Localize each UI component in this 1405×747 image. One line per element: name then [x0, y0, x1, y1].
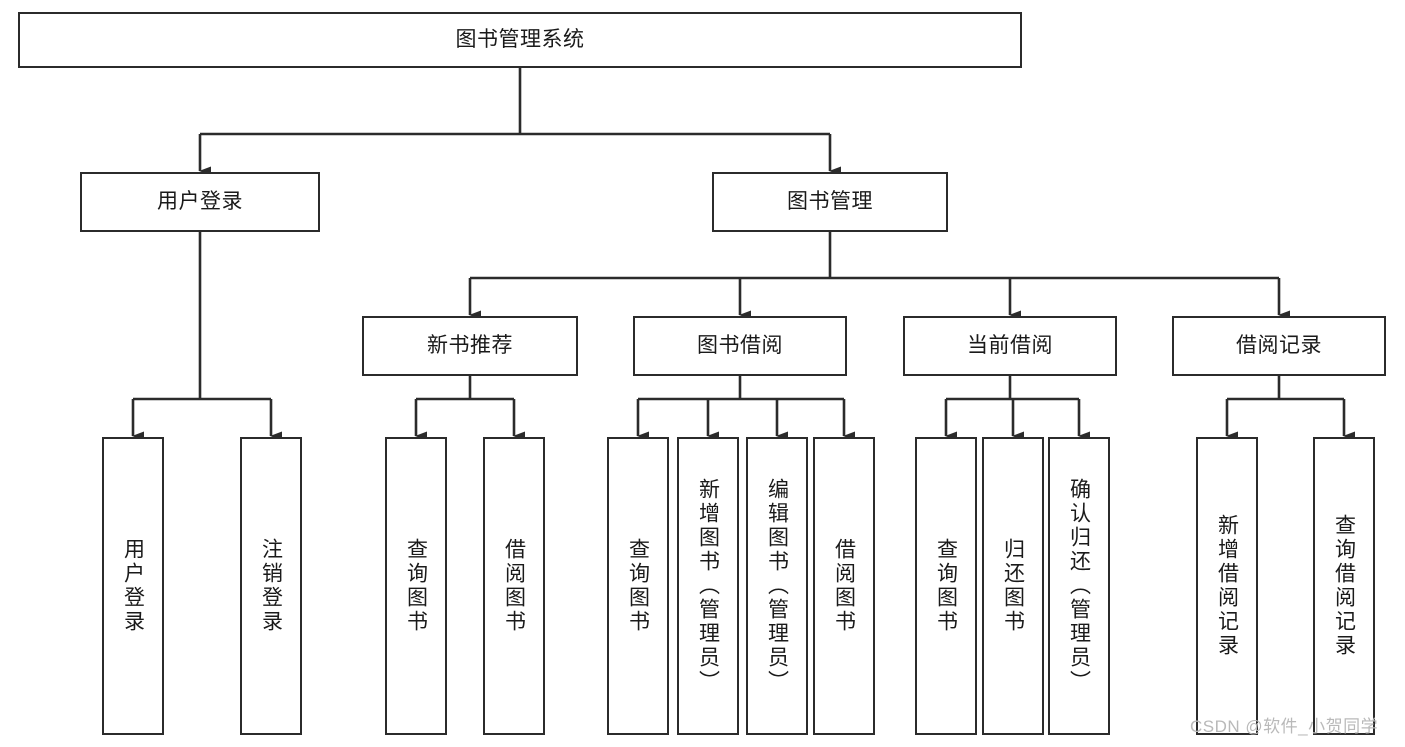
- node-root-label: 图书管理系统: [455, 27, 585, 51]
- watermark: CSDN @软件_小贺同学: [1190, 717, 1379, 736]
- leaf-borrow-add-label: 新增图书（管理员）: [696, 478, 720, 694]
- node-new-book-recommend-label: 新书推荐: [427, 333, 513, 357]
- node-book-borrow-label: 图书借阅: [697, 333, 783, 357]
- node-current-borrow[interactable]: 当前借阅: [903, 316, 1117, 376]
- leaf-newbook-query[interactable]: 查询图书: [385, 437, 447, 735]
- leaf-current-return-label: 归还图书: [1001, 538, 1025, 634]
- leaf-current-confirm-return-label: 确认归还（管理员）: [1067, 478, 1091, 694]
- leaf-borrow-borrow[interactable]: 借阅图书: [813, 437, 875, 735]
- leaf-current-return[interactable]: 归还图书: [982, 437, 1044, 735]
- node-new-book-recommend[interactable]: 新书推荐: [362, 316, 578, 376]
- leaf-borrow-edit-label: 编辑图书（管理员）: [765, 478, 789, 694]
- node-root[interactable]: 图书管理系统: [18, 12, 1022, 68]
- leaf-newbook-borrow-label: 借阅图书: [502, 538, 526, 634]
- leaf-record-add[interactable]: 新增借阅记录: [1196, 437, 1258, 735]
- leaf-newbook-query-label: 查询图书: [404, 538, 428, 634]
- node-borrow-records-label: 借阅记录: [1236, 333, 1322, 357]
- leaf-user-login[interactable]: 用户登录: [102, 437, 164, 735]
- leaf-borrow-query[interactable]: 查询图书: [607, 437, 669, 735]
- node-user-login-label: 用户登录: [157, 189, 243, 213]
- node-book-management-label: 图书管理: [787, 189, 873, 213]
- node-book-borrow[interactable]: 图书借阅: [633, 316, 847, 376]
- leaf-record-query-label: 查询借阅记录: [1332, 514, 1356, 658]
- leaf-record-add-label: 新增借阅记录: [1215, 514, 1239, 658]
- leaf-current-confirm-return[interactable]: 确认归还（管理员）: [1048, 437, 1110, 735]
- leaf-user-login-label: 用户登录: [121, 538, 145, 634]
- node-borrow-records[interactable]: 借阅记录: [1172, 316, 1386, 376]
- node-user-login[interactable]: 用户登录: [80, 172, 320, 232]
- leaf-current-query-label: 查询图书: [934, 538, 958, 634]
- leaf-borrow-add[interactable]: 新增图书（管理员）: [677, 437, 739, 735]
- leaf-borrow-borrow-label: 借阅图书: [832, 538, 856, 634]
- leaf-user-logout[interactable]: 注销登录: [240, 437, 302, 735]
- leaf-current-query[interactable]: 查询图书: [915, 437, 977, 735]
- leaf-user-logout-label: 注销登录: [259, 538, 283, 634]
- leaf-borrow-edit[interactable]: 编辑图书（管理员）: [746, 437, 808, 735]
- leaf-record-query[interactable]: 查询借阅记录: [1313, 437, 1375, 735]
- leaf-newbook-borrow[interactable]: 借阅图书: [483, 437, 545, 735]
- node-book-management[interactable]: 图书管理: [712, 172, 948, 232]
- leaf-borrow-query-label: 查询图书: [626, 538, 650, 634]
- node-current-borrow-label: 当前借阅: [967, 333, 1053, 357]
